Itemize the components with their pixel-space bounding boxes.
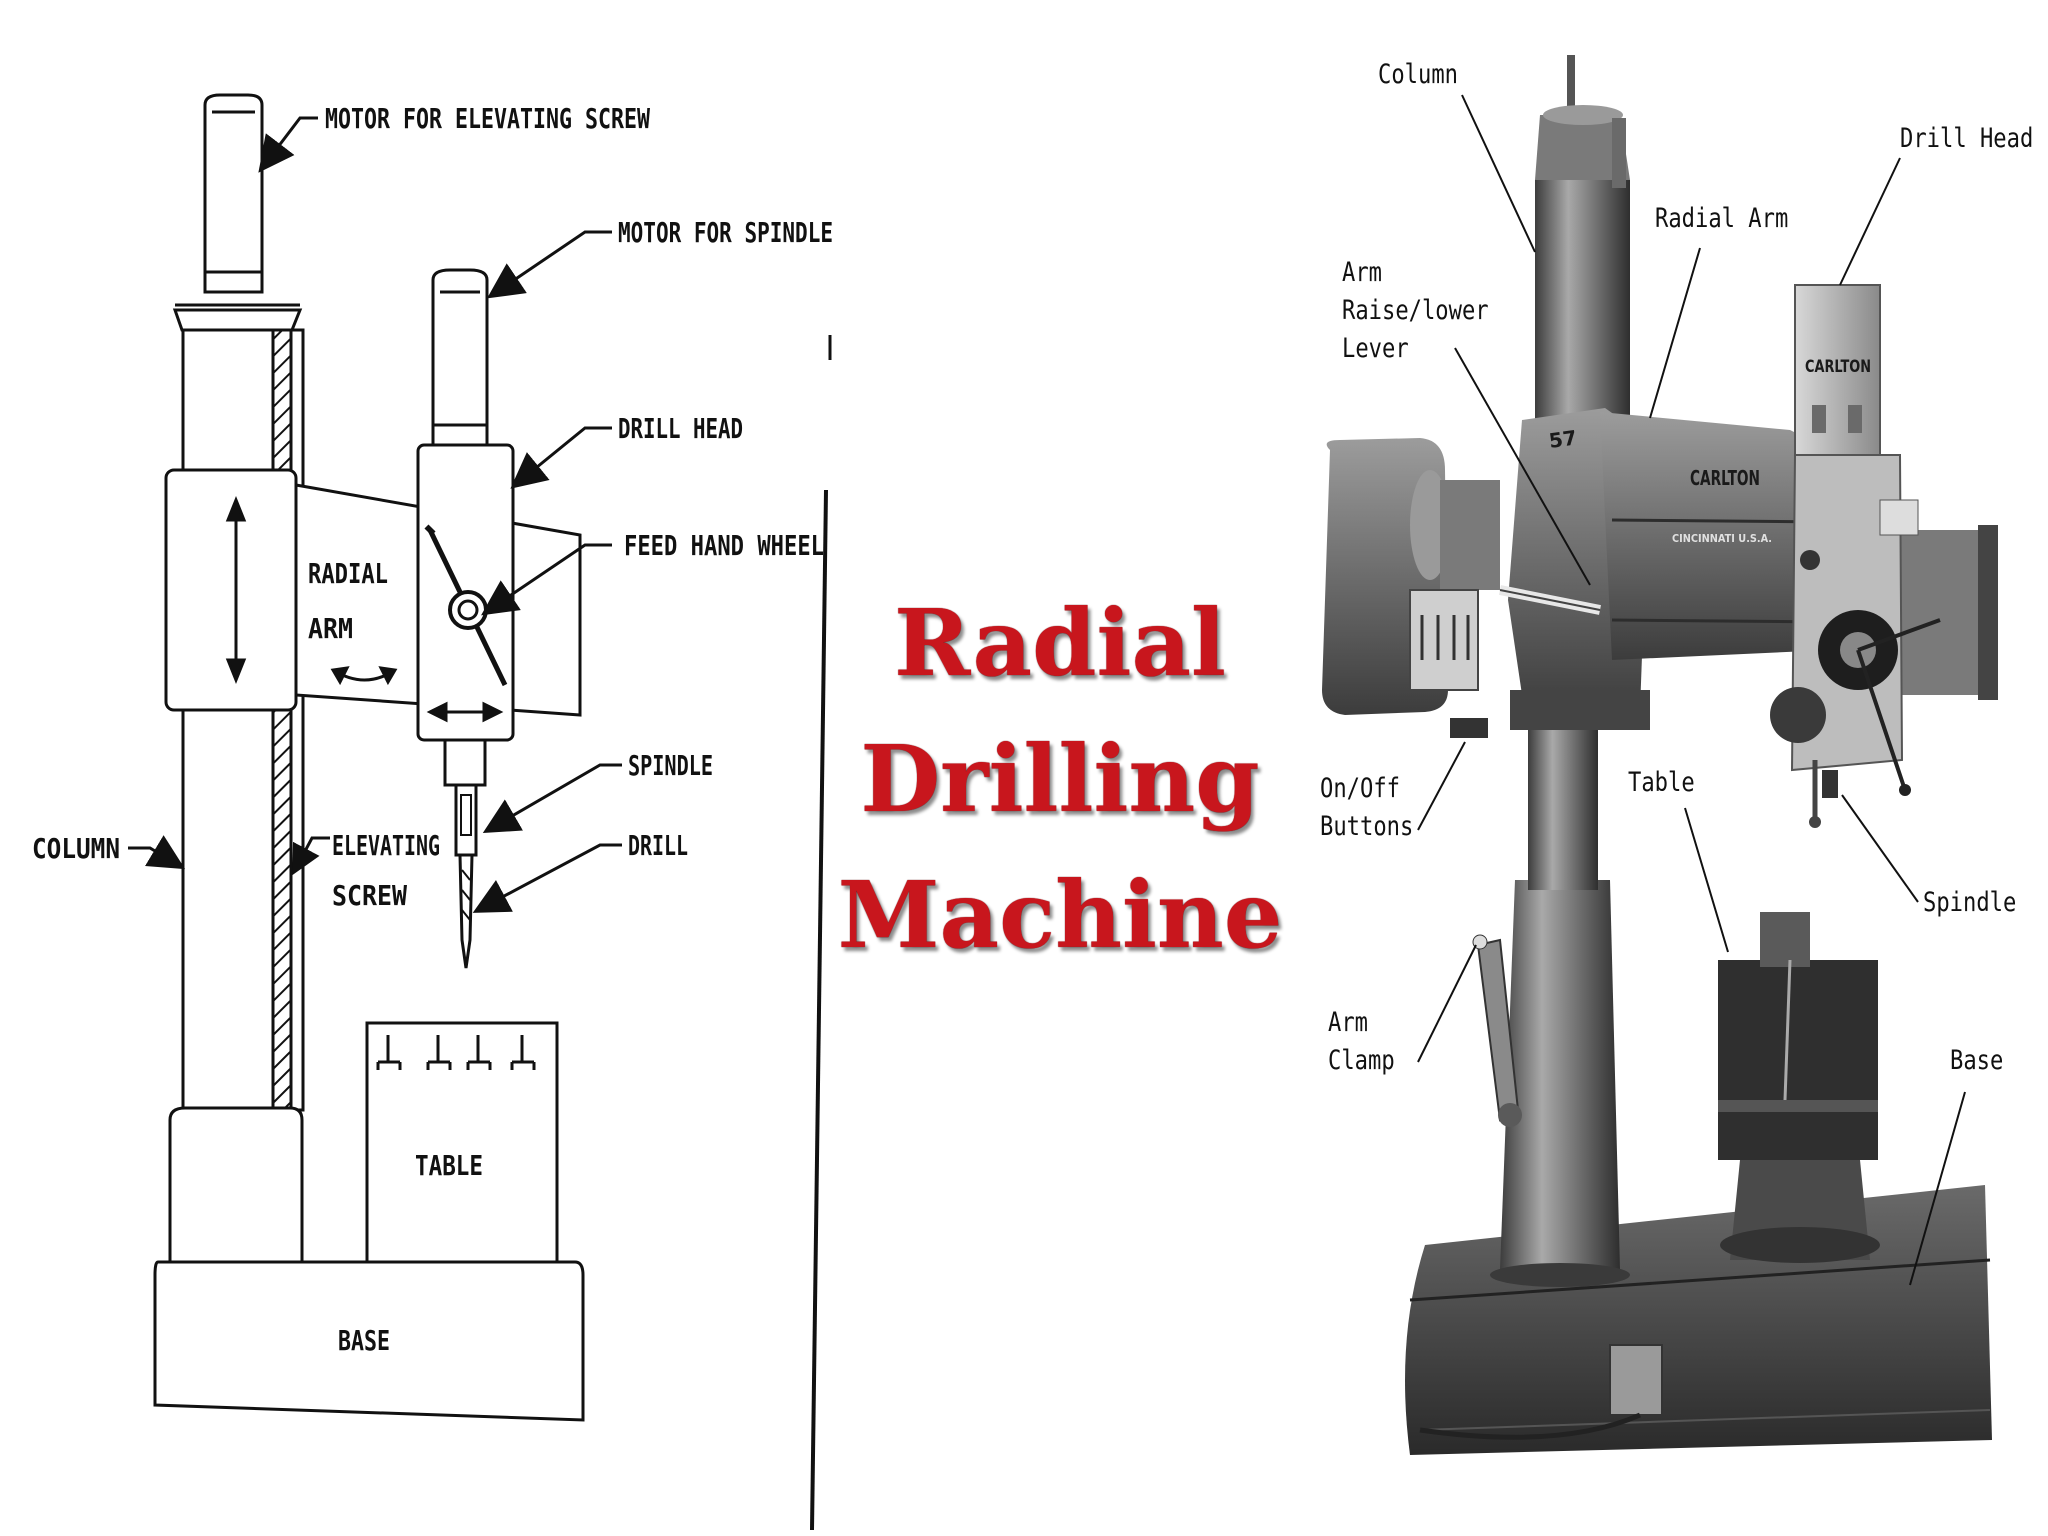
label-drill-head: DRILL HEAD xyxy=(618,412,743,445)
photo-label-arm-lever-1: Arm xyxy=(1342,257,1383,288)
photo-label-table: Table xyxy=(1628,767,1695,798)
photo-label-base: Base xyxy=(1950,1045,2004,1076)
label-motor-elevating-screw: MOTOR FOR ELEVATING SCREW xyxy=(325,102,650,135)
leader-radial-arm xyxy=(1649,247,1701,419)
label-base: BASE xyxy=(338,1324,390,1357)
leader-column xyxy=(1461,94,1536,253)
page-title: Radial Drilling Machine xyxy=(820,575,1300,983)
photo-radial-arm xyxy=(1600,412,1830,660)
elevating-motor xyxy=(203,93,264,294)
drill-bit xyxy=(458,853,474,969)
column-sleeve xyxy=(168,1106,304,1267)
photo-label-arm-clamp-1: Arm xyxy=(1328,1007,1369,1038)
plate-maker-location: CINCINNATI U.S.A. xyxy=(1672,532,1772,545)
leader-table xyxy=(1684,807,1729,953)
label-feed-hand-wheel: FEED HAND WHEEL xyxy=(624,529,824,562)
label-drill: DRILL xyxy=(628,829,688,862)
photo-label-on-off-2: Buttons xyxy=(1320,811,1414,842)
photo-label-arm-lever-2: Raise/lower xyxy=(1342,295,1489,326)
photo-table xyxy=(1718,960,1878,1160)
plate-model: 57 xyxy=(1547,425,1578,453)
leader-spindle xyxy=(1841,794,1919,903)
title-line-3: Machine xyxy=(837,861,1283,969)
label-arm: ARM xyxy=(308,612,353,645)
photo-label-on-off-1: On/Off xyxy=(1320,773,1400,804)
spindle xyxy=(443,738,487,787)
label-elevating: ELEVATING xyxy=(332,829,440,862)
photo-label-radial-arm: Radial Arm xyxy=(1655,203,1789,234)
label-screw: SCREW xyxy=(332,879,407,912)
spindle-motor xyxy=(431,268,489,447)
photo-label-spindle: Spindle xyxy=(1923,887,2017,918)
leader-on-off xyxy=(1417,741,1466,831)
photo-label-column: Column xyxy=(1378,59,1458,90)
title-line-1: Radial xyxy=(893,589,1227,697)
photo-base xyxy=(1405,1185,1992,1455)
label-radial: RADIAL xyxy=(308,557,388,590)
label-spindle: SPINDLE xyxy=(628,749,713,782)
leader-arm-clamp xyxy=(1417,944,1477,1063)
base xyxy=(153,1260,585,1422)
leader-base xyxy=(1909,1091,1966,1286)
title-line-2: Drilling xyxy=(860,725,1260,833)
photo-label-arm-clamp-2: Clamp xyxy=(1328,1045,1395,1076)
label-table: TABLE xyxy=(415,1149,483,1182)
plate-brand-head: CARLTON xyxy=(1805,357,1871,377)
leader-drill-head xyxy=(1839,157,1901,286)
photo-spindle xyxy=(1822,770,1838,798)
photo-label-arm-lever-3: Lever xyxy=(1342,333,1409,364)
label-column: COLUMN xyxy=(32,832,120,865)
plate-brand-arm: CARLTON xyxy=(1690,466,1760,490)
photo-label-drill-head: Drill Head xyxy=(1900,123,2034,154)
photo-drill-head xyxy=(1794,284,1881,456)
photo-column-sleeve xyxy=(1500,880,1620,1270)
label-motor-spindle: MOTOR FOR SPINDLE xyxy=(618,216,833,249)
leader-arm-lever xyxy=(1454,347,1591,586)
